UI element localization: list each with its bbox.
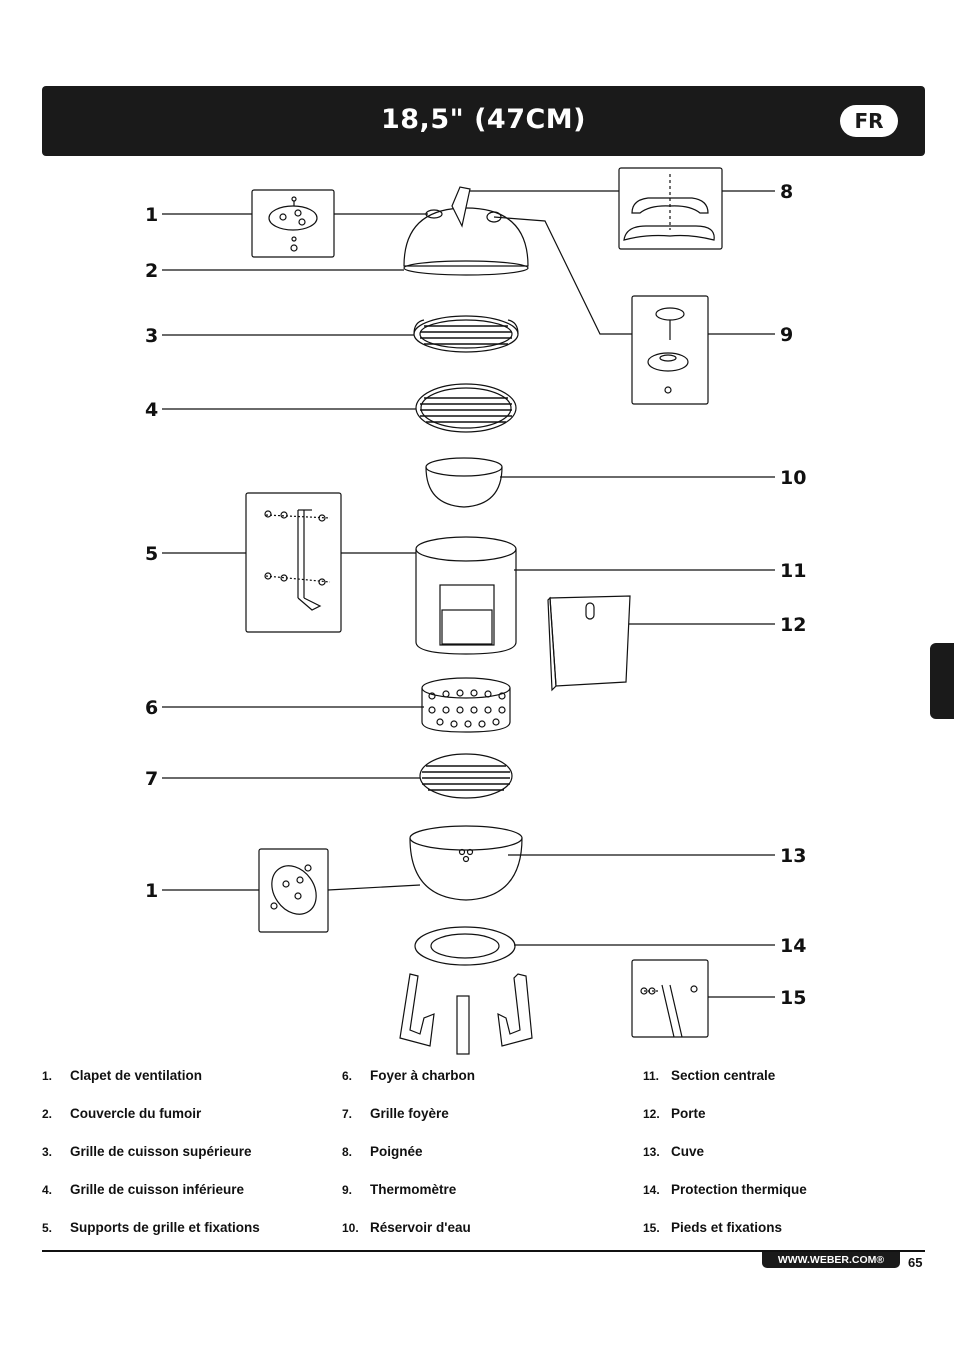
- page-title: 18,5" (47CM): [380, 104, 587, 135]
- page-number: 65: [908, 1255, 923, 1270]
- callout-1-top: 1: [145, 204, 158, 226]
- legend-item: 15.Pieds et fixations: [643, 1220, 783, 1235]
- footer-divider: [42, 1250, 925, 1252]
- footer-website: WWW.WEBER.COM®: [762, 1252, 900, 1268]
- legend-item: 3.Grille de cuisson supérieure: [42, 1144, 252, 1159]
- callout-3: 3: [145, 325, 158, 347]
- callout-2: 2: [145, 260, 158, 282]
- callout-13: 13: [780, 845, 806, 867]
- callout-10: 10: [780, 467, 806, 489]
- legend-item: 1.Clapet de ventilation: [42, 1068, 203, 1083]
- parts-legend-column-2: 6.Foyer à charbon 7.Grille foyère 8.Poig…: [342, 1068, 632, 1258]
- callout-1-bottom: 1: [145, 880, 158, 902]
- language-badge: FR: [840, 105, 898, 137]
- legend-item: 11.Section centrale: [643, 1068, 776, 1083]
- exploded-parts-diagram: 1 2 3 4 5 6 7 1 8 9 10 11 12 13 14 15: [145, 167, 806, 1055]
- parts-legend-column-1: 1.Clapet de ventilation 2.Couvercle du f…: [42, 1068, 332, 1258]
- parts-legend-column-3: 11.Section centrale 12.Porte 13.Cuve 14.…: [643, 1068, 933, 1258]
- callout-11: 11: [780, 560, 806, 582]
- header-bar: 18,5" (47CM) FR: [42, 86, 925, 156]
- section-tab: [930, 643, 954, 719]
- callout-6: 6: [145, 697, 158, 719]
- callout-4: 4: [145, 399, 158, 421]
- callout-5: 5: [145, 543, 158, 565]
- legend-item: 13.Cuve: [643, 1144, 705, 1159]
- legend-item: 2.Couvercle du fumoir: [42, 1106, 202, 1121]
- legend-item: 5.Supports de grille et fixations: [42, 1220, 260, 1235]
- legend-item: 9.Thermomètre: [342, 1182, 457, 1197]
- callout-9: 9: [780, 324, 793, 346]
- callout-7: 7: [145, 768, 158, 790]
- legend-item: 8.Poignée: [342, 1144, 423, 1159]
- callout-12: 12: [780, 614, 806, 636]
- legend-item: 7.Grille foyère: [342, 1106, 449, 1121]
- legend-item: 14.Protection thermique: [643, 1182, 807, 1197]
- legend-item: 12.Porte: [643, 1106, 706, 1121]
- callout-15: 15: [780, 987, 806, 1009]
- legend-item: 4.Grille de cuisson inférieure: [42, 1182, 245, 1197]
- legend-item: 10.Réservoir d'eau: [342, 1220, 471, 1235]
- legend-item: 6.Foyer à charbon: [342, 1068, 476, 1083]
- callout-8: 8: [780, 181, 793, 203]
- callout-14: 14: [780, 935, 806, 957]
